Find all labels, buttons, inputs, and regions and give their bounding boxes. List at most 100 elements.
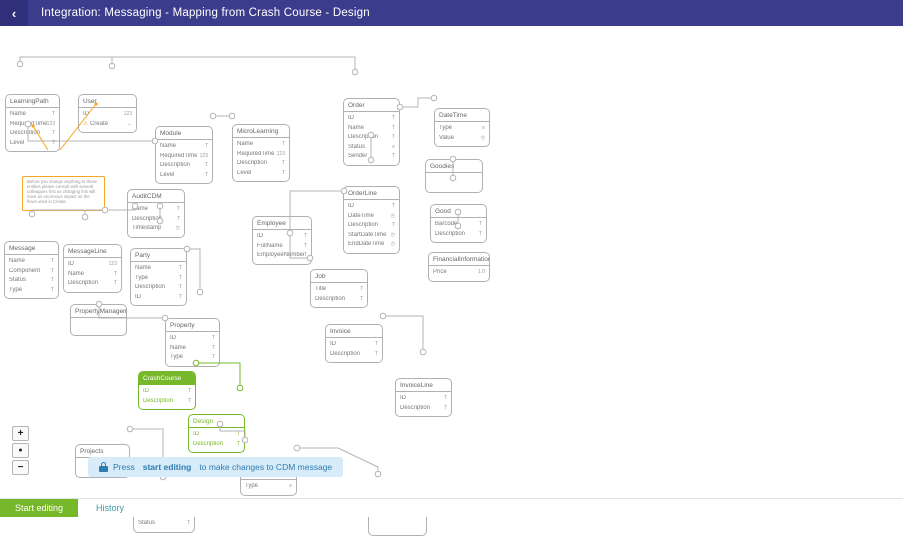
text-type-icon: T [178,265,182,272]
text-type-icon: T [443,404,447,411]
entity-title: Message [5,242,58,255]
zoom-out-button[interactable]: − [12,460,29,475]
text-type-icon: T [204,162,208,169]
datetime-type-icon: ◷ [390,241,395,248]
text-type-icon: T [359,286,363,293]
text-type-icon: T [236,440,240,447]
datetime-type-icon: ◷ [175,225,180,232]
datetime-type-icon: ◷ [480,134,485,141]
entity-title: Party [131,249,186,262]
number-type-icon: 123 [276,150,285,157]
attribute-row: Value◷ [439,134,485,141]
datetime-type-icon: ◷ [390,212,395,219]
decimal-type-icon: 1.0 [478,269,485,276]
back-icon[interactable]: ‹ [0,0,28,26]
number-type-icon: 123 [199,152,208,159]
enum-type-icon: ≡ [392,143,395,150]
enum-type-icon: ≡ [482,125,485,132]
start-editing-button[interactable]: Start editing [0,499,79,517]
diagram-canvas[interactable]: Before you change anything to these enti… [0,26,903,536]
entity-title: MicroLearning [233,125,289,138]
text-type-icon: T [211,354,215,361]
attribute-row: Type≡ [439,125,485,132]
text-type-icon: T [303,252,307,259]
number-type-icon: 123 [46,120,55,127]
text-type-icon: T [391,115,395,122]
attribute-row: Timestamp◷ [132,225,180,232]
text-type-icon: T [391,124,395,131]
text-type-icon: T [187,388,191,395]
entity-title: Invoice [326,325,382,338]
attribute-row: ⚠Create↔ [83,120,132,127]
text-type-icon: T [391,134,395,141]
page-title: Integration: Messaging - Mapping from Cr… [41,7,370,19]
entity-title: Employee [253,217,311,230]
text-type-icon: T [178,274,182,281]
entity-title: InvoiceLine [396,379,451,392]
text-type-icon: T [50,267,54,274]
text-type-icon: T [391,222,395,229]
warning-icon: ⚠ [83,120,88,127]
entity-title: FinancialInformation [429,253,489,266]
entity-title: CrashCourse [139,372,195,385]
zoom-fit-button[interactable]: ● [12,443,29,458]
number-type-icon: 123 [123,111,132,118]
text-type-icon: T [374,341,378,348]
bottom-bar: Start editing History [0,498,903,517]
lock-message-bold: start editing [142,462,192,472]
text-type-icon: T [176,215,180,222]
zoom-in-button[interactable]: + [12,426,29,441]
text-type-icon: T [281,141,285,148]
text-type-icon: T [51,130,55,137]
text-type-icon: T [236,431,240,438]
lock-icon [99,462,108,472]
entity-title: LearningPath [6,95,59,108]
entity-Goodies[interactable]: Goodies [425,159,483,193]
number-type-icon: 123 [108,261,117,268]
entity-PropertyManagement[interactable]: PropertyManagement [70,304,127,336]
history-tab[interactable]: History [96,503,125,513]
text-type-icon: T [303,242,307,249]
text-type-icon: T [176,206,180,213]
annotation-note: Before you change anything to these enti… [22,176,105,211]
